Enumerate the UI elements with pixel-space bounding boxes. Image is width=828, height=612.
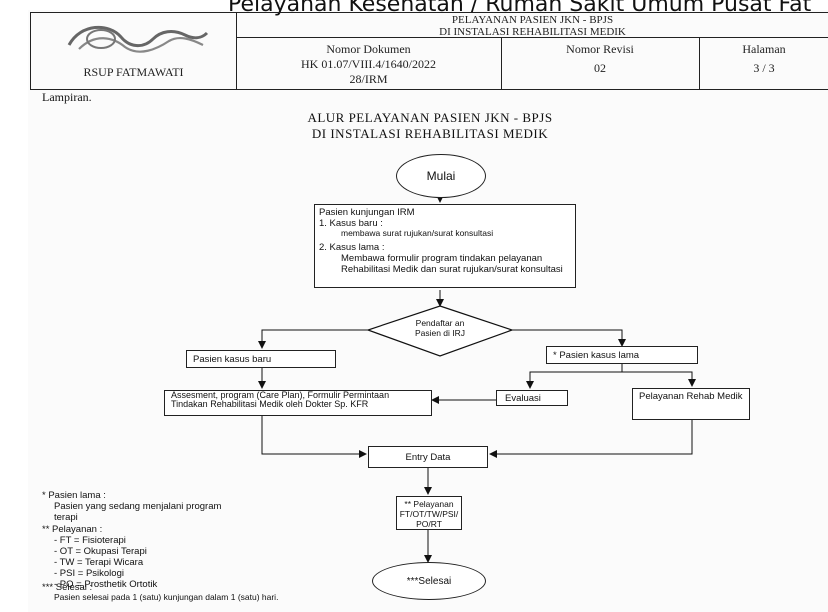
flow-title-1: ALUR PELAYANAN PASIEN JKN - BPJS (307, 110, 553, 125)
kunjungan-box: Pasien kunjungan IRM 1. Kasus baru : mem… (314, 204, 576, 288)
kunjungan-heading: Pasien kunjungan IRM (319, 207, 415, 218)
start-node: Mulai (396, 154, 486, 198)
nomor-dokumen-value: HK 01.07/VIII.4/1640/2022 (301, 57, 436, 71)
halaman-value: 3 / 3 (753, 61, 775, 75)
kasus-baru-title: 1. Kasus baru : (319, 218, 383, 229)
nomor-revisi-value: 02 (594, 61, 606, 75)
note-pasien-lama-text: Pasien yang sedang menjalani program ter… (54, 501, 222, 523)
note-item: - PO = Prosthetik Ortotik (54, 579, 158, 590)
note-pasien-lama-title: * Pasien lama : (42, 490, 106, 501)
assesment-box: Assesment, program (Care Plan), Formulir… (164, 390, 432, 416)
pelayanan-box: ** Pelayanan FT/OT/TW/PSI/ PO/RT (396, 496, 462, 530)
note-selesai-text: Pasien selesai pada 1 (satu) kunjungan d… (54, 592, 279, 602)
decision-diamond (366, 305, 514, 357)
note-pasien-lama: * Pasien lama : Pasien yang sedang menja… (42, 490, 262, 523)
hospital-name: RSUP FATMAWATI (83, 65, 184, 79)
hospital-logo (67, 25, 209, 53)
decision-label: Pendaftar an Pasien di IRJ (414, 318, 466, 338)
halaman-label: Halaman (742, 42, 786, 56)
note-selesai: *** Selesai : Pasien selesai pada 1 (sat… (42, 582, 302, 603)
doc-title-line-1: PELAYANAN PASIEN JKN - BPJS (451, 14, 614, 26)
flow-title-2: DI INSTALASI REHABILITASI MEDIK (311, 126, 549, 141)
note-pelayanan: ** Pelayanan : - FT = Fisioterapi - OT =… (42, 524, 242, 590)
kasus-lama-text: Membawa formulir program tindakan pelaya… (341, 252, 563, 275)
kasus-lama-box: * Pasien kasus lama (546, 346, 698, 364)
kasus-lama-title: 2. Kasus lama : (319, 241, 385, 253)
note-pelayanan-title: ** Pelayanan : (42, 524, 103, 535)
nomor-dokumen-value-2: 28/IRM (349, 72, 388, 86)
kasus-baru-box: Pasien kasus baru (186, 350, 336, 368)
pelayanan-rehab-box: Pelayanan Rehab Medik (632, 388, 750, 420)
note-item: - TW = Terapi Wicara (54, 557, 144, 568)
note-item: - PSI = Psikologi (54, 568, 124, 579)
kasus-baru-text: membawa surat rujukan/surat konsultasi (341, 228, 494, 238)
note-item: - FT = Fisioterapi (54, 535, 126, 546)
note-selesai-title: *** Selesai : (42, 582, 93, 593)
nomor-revisi-label: Nomor Revisi (566, 42, 634, 56)
evaluasi-box: Evaluasi (496, 390, 568, 406)
lampiran-label: Lampiran. (42, 90, 92, 104)
document-header: RSUP FATMAWATI PELAYANAN PASIEN JKN - BP… (30, 12, 828, 90)
doc-title-line-2: DI INSTALASI REHABILITASI MEDIK (439, 26, 626, 38)
nomor-dokumen-label: Nomor Dokumen (326, 42, 411, 56)
note-item: - OT = Okupasi Terapi (54, 546, 147, 557)
entry-data-box: Entry Data (368, 446, 488, 468)
end-node: ***Selesai (372, 562, 486, 600)
